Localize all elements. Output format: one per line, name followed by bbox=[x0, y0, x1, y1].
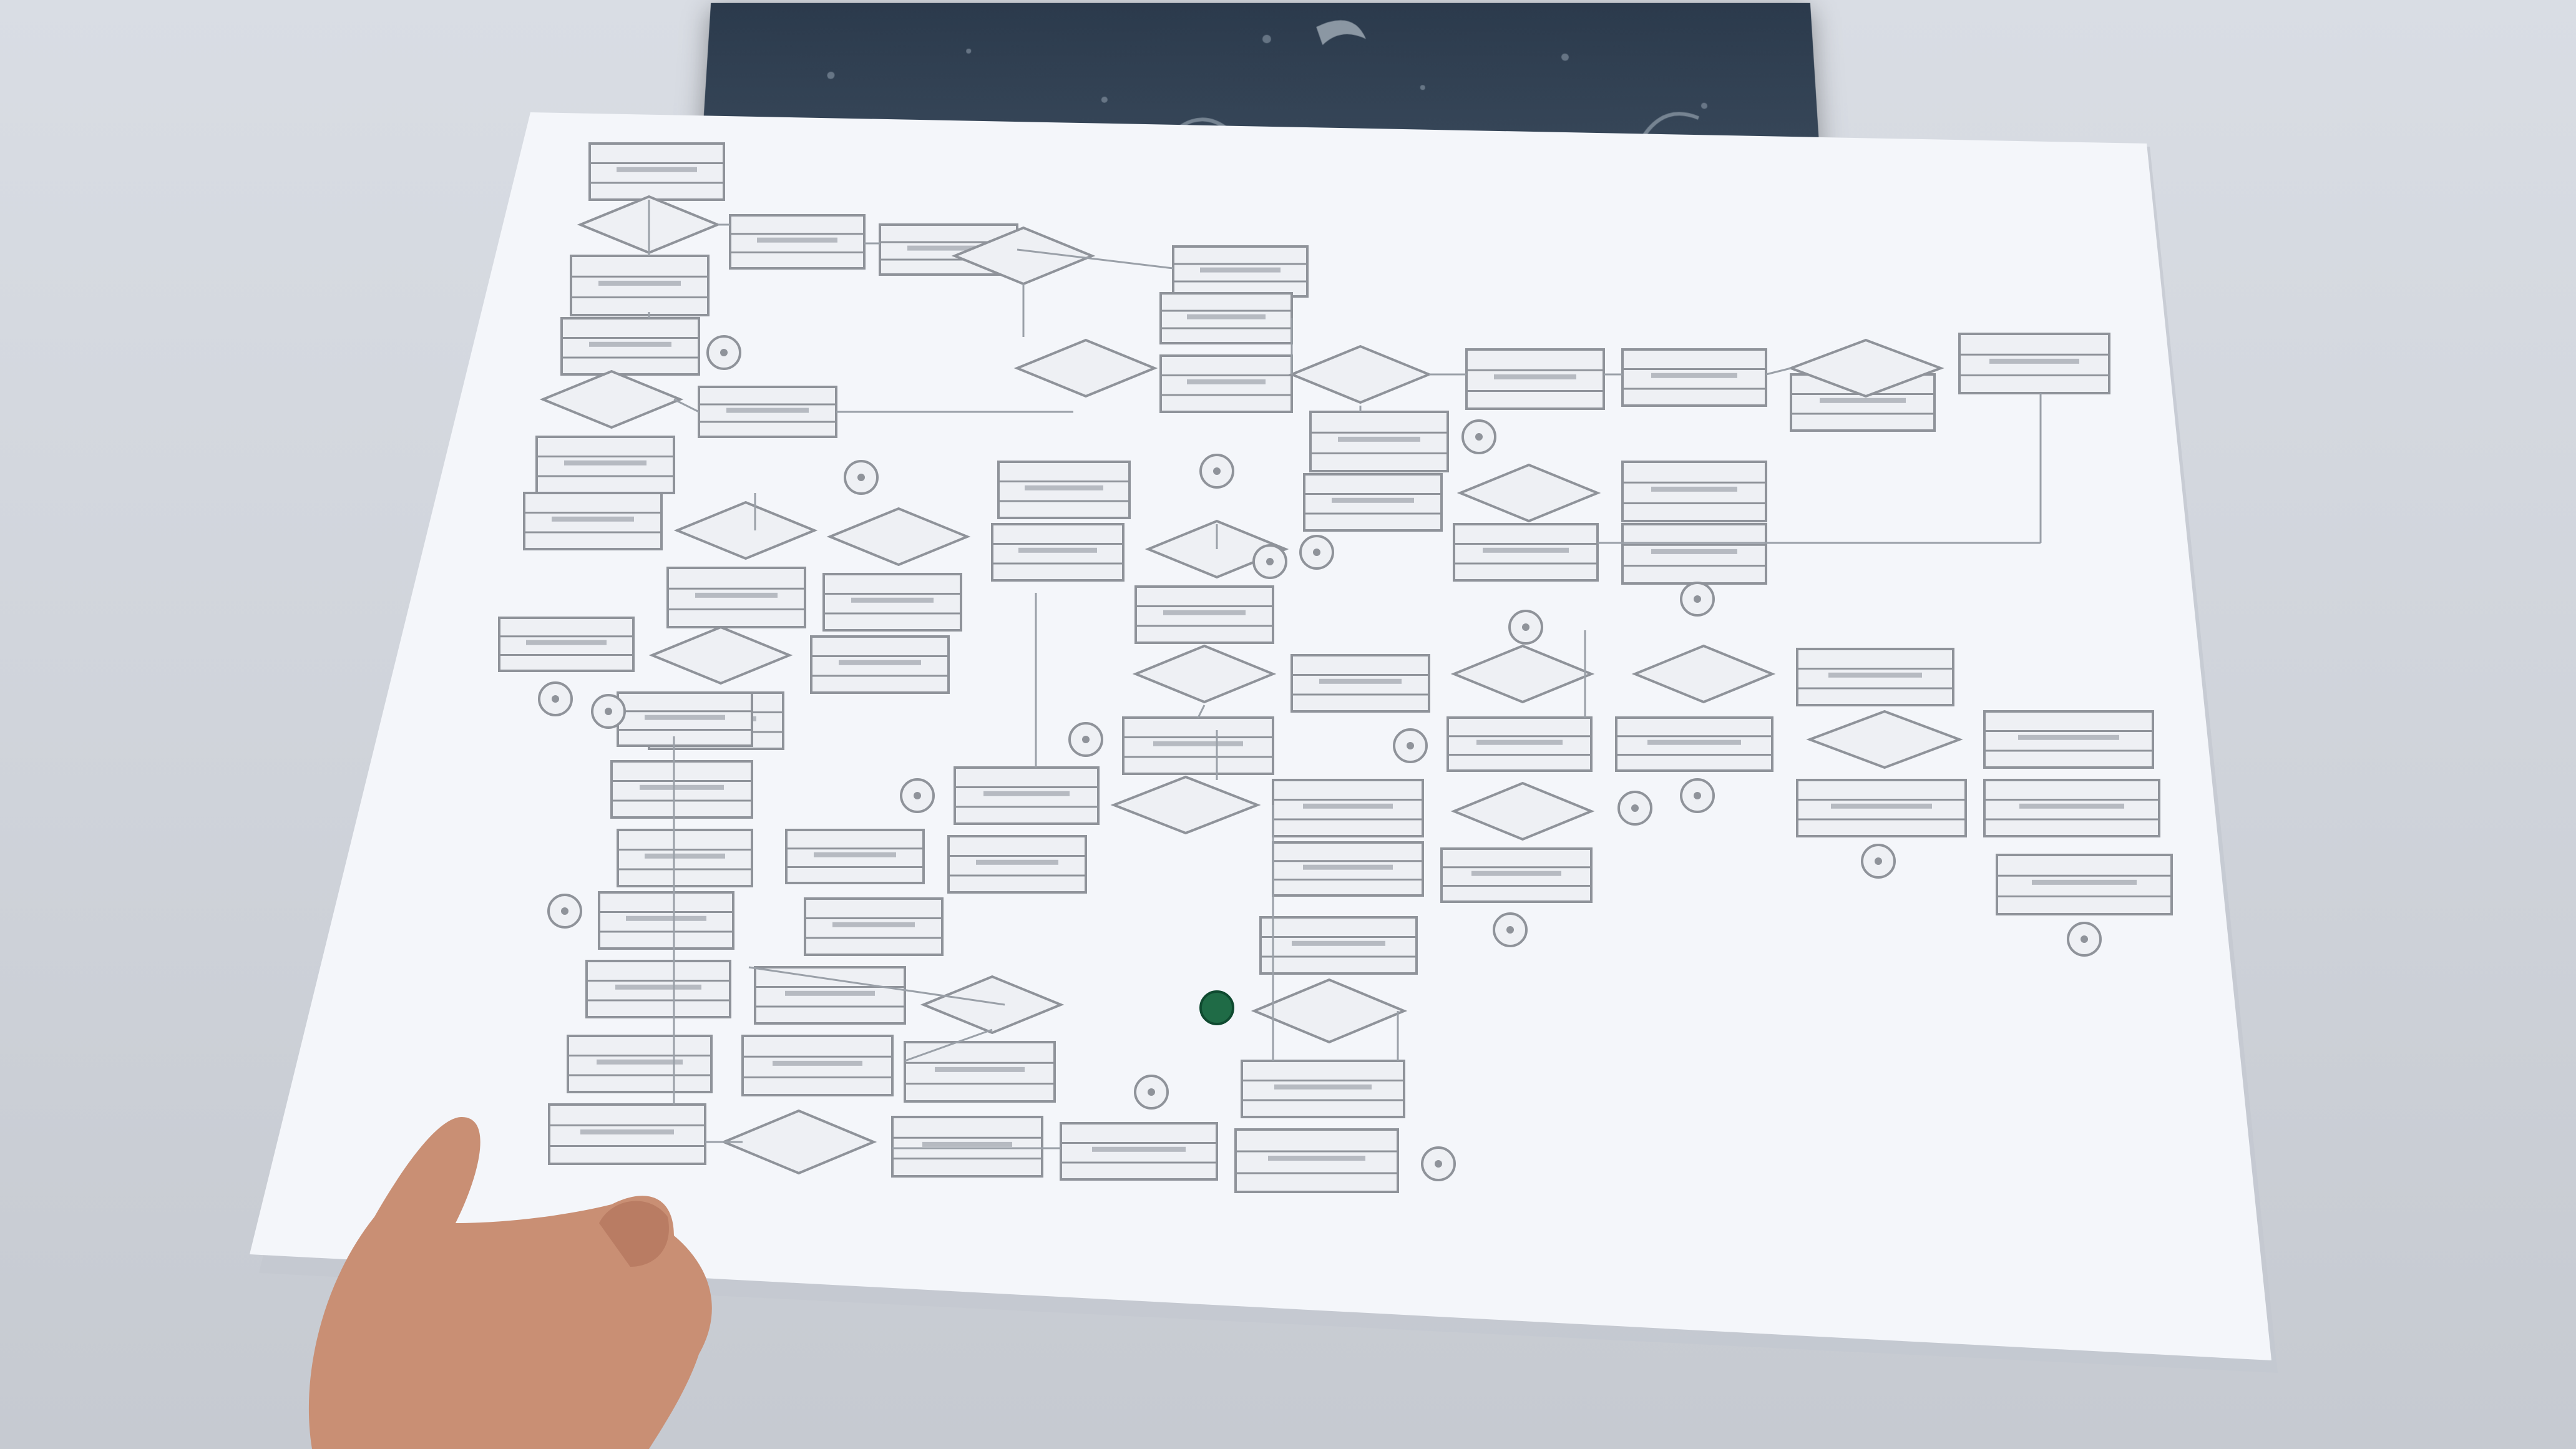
box-text-line bbox=[640, 785, 724, 790]
end-node-dot bbox=[720, 349, 728, 356]
box-text-line bbox=[814, 852, 896, 857]
end-node-dot bbox=[1694, 595, 1701, 603]
box-text-line bbox=[1274, 1085, 1372, 1090]
box-text-line bbox=[1292, 941, 1385, 946]
box-text-line bbox=[1828, 673, 1922, 678]
start-node-icon bbox=[1201, 992, 1233, 1024]
box-text-line bbox=[976, 860, 1058, 865]
box-text-line bbox=[1651, 487, 1737, 492]
box-text-line bbox=[773, 1061, 862, 1066]
box-text-line bbox=[1338, 437, 1420, 442]
box-text-line bbox=[2032, 880, 2137, 885]
box-text-line bbox=[526, 640, 607, 645]
end-node-dot bbox=[1435, 1160, 1442, 1168]
end-node-dot bbox=[1694, 792, 1701, 799]
box-text-line bbox=[983, 791, 1070, 796]
box-text-line bbox=[617, 167, 697, 172]
end-node-dot bbox=[561, 907, 568, 915]
box-text-line bbox=[645, 854, 725, 859]
box-text-line bbox=[1200, 268, 1281, 273]
box-text-line bbox=[1989, 359, 2079, 364]
end-node-dot bbox=[1148, 1088, 1155, 1096]
box-text-line bbox=[1018, 548, 1097, 553]
box-text-line bbox=[922, 1142, 1012, 1147]
box-text-line bbox=[832, 922, 915, 927]
box-text-line bbox=[757, 238, 837, 243]
box-text-line bbox=[2019, 804, 2124, 809]
box-text-line bbox=[598, 281, 681, 286]
box-text-line bbox=[615, 985, 701, 990]
box-text-line bbox=[851, 598, 934, 603]
end-node-dot bbox=[1875, 857, 1882, 865]
box-text-line bbox=[1187, 315, 1266, 320]
box-text-line bbox=[1820, 398, 1906, 403]
box-text-line bbox=[1319, 679, 1402, 684]
box-text-line bbox=[589, 342, 671, 347]
box-text-line bbox=[839, 660, 921, 665]
box-text-line bbox=[1092, 1147, 1186, 1152]
box-text-line bbox=[935, 1067, 1025, 1072]
box-text-line bbox=[1187, 379, 1266, 384]
box-text-line bbox=[564, 461, 646, 466]
box-text-line bbox=[1268, 1156, 1365, 1161]
box-text-line bbox=[1303, 804, 1393, 809]
box-text-line bbox=[1476, 740, 1563, 745]
box-text-line bbox=[1153, 741, 1243, 746]
box-text-line bbox=[1332, 498, 1414, 503]
box-text-line bbox=[1471, 871, 1561, 876]
end-node-dot bbox=[552, 695, 559, 703]
box-text-line bbox=[580, 1129, 674, 1134]
end-node-dot bbox=[1506, 926, 1514, 934]
end-node-dot bbox=[1407, 742, 1414, 749]
end-node-dot bbox=[605, 708, 612, 715]
end-node-dot bbox=[857, 474, 865, 481]
box-text-line bbox=[1483, 548, 1569, 553]
box-text-line bbox=[645, 715, 725, 720]
box-text-line bbox=[626, 916, 706, 921]
end-node-dot bbox=[1266, 558, 1274, 565]
box-text-line bbox=[552, 517, 634, 522]
end-node-dot bbox=[914, 792, 921, 799]
box-text-line bbox=[1651, 549, 1737, 554]
box-text-line bbox=[2018, 735, 2119, 740]
end-node-dot bbox=[1313, 549, 1320, 556]
box-text-line bbox=[597, 1060, 683, 1065]
end-node-dot bbox=[1213, 467, 1221, 475]
box-text-line bbox=[1494, 374, 1576, 379]
box-text-line bbox=[1025, 485, 1103, 490]
box-text-line bbox=[1651, 373, 1737, 378]
box-text-line bbox=[1303, 865, 1393, 870]
box-text-line bbox=[695, 593, 778, 598]
box-text-line bbox=[785, 991, 875, 996]
end-node-dot bbox=[1522, 623, 1530, 631]
box-text-line bbox=[1163, 610, 1246, 615]
box-text-line bbox=[1647, 740, 1741, 745]
box-text-line bbox=[1831, 804, 1932, 809]
box-text-line bbox=[726, 408, 809, 413]
end-node-dot bbox=[1631, 804, 1639, 812]
end-node-dot bbox=[1082, 736, 1090, 743]
end-node-dot bbox=[1475, 433, 1483, 441]
end-node-dot bbox=[2081, 935, 2088, 943]
